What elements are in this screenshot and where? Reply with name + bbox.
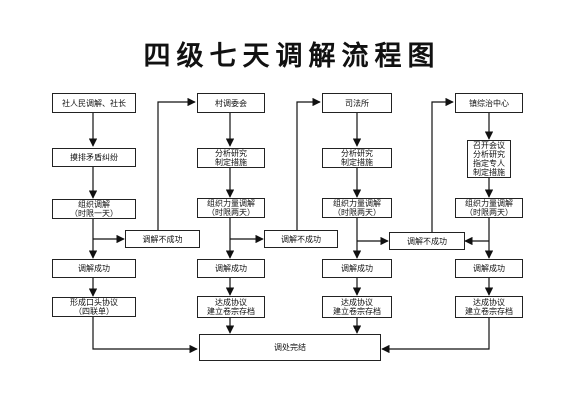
node-organize-mediation-4: 组织力量调解（时限两天） [455,198,523,218]
node-organize-mediation-3: 组织力量调解（时限两天） [322,198,392,218]
arrow-c4-to-end [381,318,490,354]
arrow-fail2-to-c3 [296,97,321,230]
node-oral-agreement: 形成口头协议（四联单） [52,297,136,317]
arrow-c1-to-end [92,317,198,354]
node-mediation-success-3: 调解成功 [322,259,392,278]
node-analyze-plan-2: 分析研究制定措施 [197,148,265,168]
node-mediation-success-2: 调解成功 [197,259,265,278]
node-archive-agreement-2: 达成协议建立卷宗存档 [197,296,265,318]
arrow-fail3-to-c4 [431,97,454,232]
node-village-committee: 村调委会 [197,93,265,113]
node-mediation-success-4: 调解成功 [455,259,523,278]
node-mediation-failed-2: 调解不成功 [264,230,338,248]
node-mediation-completed: 调处完结 [199,334,381,361]
node-mediation-success-1: 调解成功 [52,259,136,278]
node-meeting-plan-4: 召开会议分析研究指定专人制定措施 [467,140,511,178]
node-archive-agreement-4: 达成协议建立卷宗存档 [455,296,523,318]
node-mediation-failed-1: 调解不成功 [125,230,200,248]
node-mediation-failed-3: 调解不成功 [389,232,465,250]
node-archive-agreement-3: 达成协议建立卷宗存档 [322,296,392,318]
node-village-mediator: 社人民调解、社长 [52,93,136,113]
node-judicial-office: 司法所 [322,93,392,113]
diagram-title: 四级七天调解流程图 [143,41,441,72]
node-identify-disputes: 摸排矛盾纠纷 [52,148,136,167]
node-analyze-plan-3: 分析研究制定措施 [322,148,392,168]
node-organize-mediation-1: 组织调解（时限一天） [52,199,136,219]
node-town-governance-center: 镇综治中心 [455,93,523,113]
arrow-fail1-to-c2 [157,97,196,230]
node-organize-mediation-2: 组织力量调解（时限两天） [197,198,265,218]
